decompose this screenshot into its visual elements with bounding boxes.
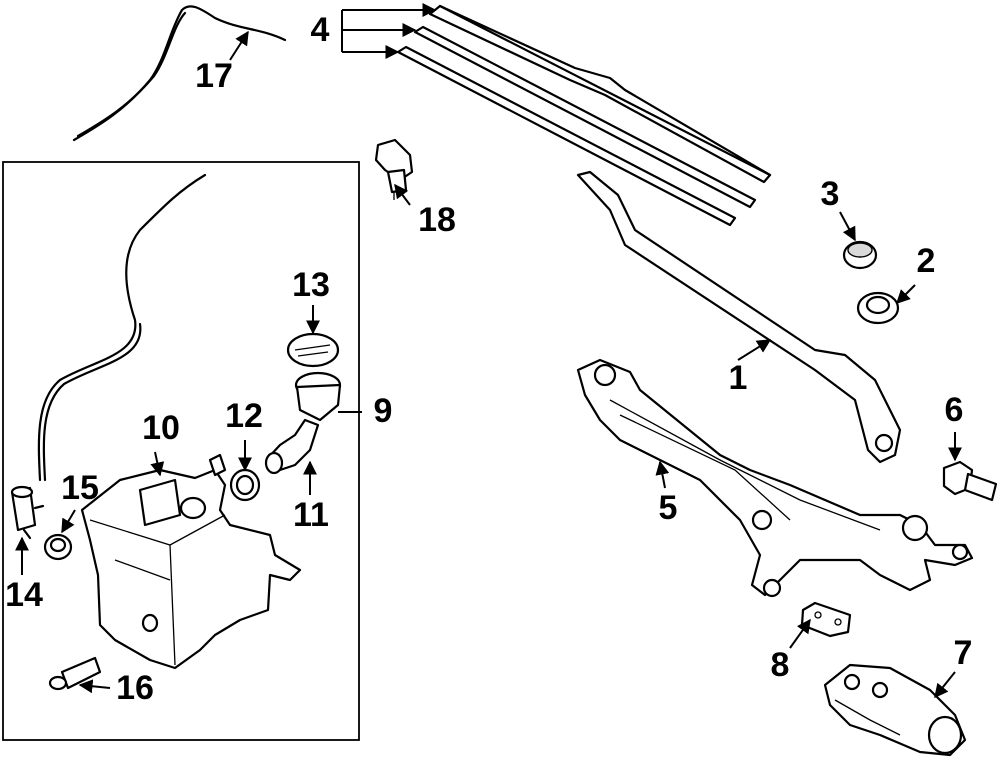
callout-7: 7 (954, 634, 973, 672)
callout-4: 4 (311, 11, 330, 49)
callout-11: 11 (293, 496, 329, 534)
callout-3: 3 (821, 175, 840, 213)
callout-labels: 1 2 3 4 5 6 7 8 9 10 11 12 13 14 15 16 1… (5, 11, 972, 707)
bracket-8 (800, 601, 852, 638)
callout-13: 13 (292, 266, 330, 304)
callout-2: 2 (917, 242, 936, 280)
callout-16: 16 (116, 669, 154, 707)
nut-cap-3 (842, 240, 878, 270)
grommet-15 (43, 533, 73, 561)
callout-18: 18 (418, 201, 456, 239)
washer-nozzle-18 (374, 138, 414, 200)
callout-9: 9 (374, 392, 393, 430)
washer-pump-14 (10, 485, 45, 540)
callout-15: 15 (61, 469, 99, 507)
wiper-linkage-5 (576, 358, 974, 598)
o-ring-12 (229, 468, 261, 502)
callout-1: 1 (729, 359, 748, 397)
bushing-2 (856, 291, 900, 325)
callout-12: 12 (225, 397, 263, 435)
reservoir-group-box (2, 161, 360, 741)
wiper-blades-4 (396, 4, 772, 227)
leader-lines (15, 3, 962, 699)
callout-10: 10 (142, 409, 180, 447)
washer-hose-17 (72, 5, 287, 142)
filler-neck-11 (264, 371, 342, 475)
filler-cap-13 (286, 332, 340, 368)
reservoir-hose (37, 173, 207, 482)
level-sensor-16 (48, 656, 102, 691)
bolt-6 (942, 460, 998, 502)
callout-5: 5 (659, 489, 678, 527)
callout-8: 8 (771, 646, 790, 684)
callout-17: 17 (195, 57, 233, 95)
reservoir-tank-10 (80, 453, 302, 670)
callout-14: 14 (5, 576, 43, 614)
wiper-arm-1 (576, 170, 902, 464)
callout-6: 6 (945, 391, 964, 429)
wiper-motor-7 (823, 663, 967, 757)
